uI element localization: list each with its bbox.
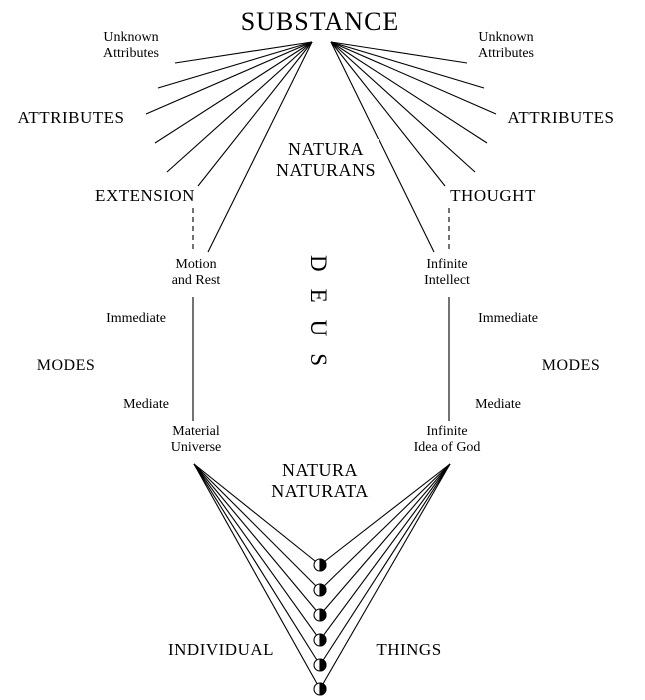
immediate-right-label: Immediate bbox=[478, 311, 538, 326]
attribute-mode-dashed-connectors bbox=[192, 208, 450, 250]
infinite-idea-of-god-label: Infinite Idea of God bbox=[413, 424, 481, 456]
modes-left-label: MODES bbox=[36, 357, 96, 374]
individual-thing-node-icon bbox=[313, 682, 327, 696]
modes-right-label: MODES bbox=[541, 357, 601, 374]
funnel-ray bbox=[193, 463, 321, 566]
funnel-ray bbox=[193, 463, 321, 666]
funnel-ray bbox=[319, 463, 451, 566]
funnel-ray bbox=[319, 463, 451, 591]
mediate-right-label: Mediate bbox=[475, 397, 521, 412]
substance-label: SUBSTANCE bbox=[240, 7, 400, 36]
things-label: THINGS bbox=[376, 640, 442, 659]
substance-ray bbox=[174, 41, 313, 64]
motion-and-rest-label: Motion and Rest bbox=[171, 257, 221, 289]
deus-label: DEUS bbox=[306, 254, 331, 384]
mediate-left-label: Mediate bbox=[123, 397, 169, 412]
immediate-mediate-connectors bbox=[192, 297, 450, 421]
funnel-ray bbox=[193, 463, 321, 591]
individual-thing-node-icon bbox=[313, 608, 327, 622]
natura-naturata-label: NATURA NATURATA bbox=[268, 460, 372, 502]
substance-ray bbox=[330, 41, 468, 64]
substance-ray bbox=[157, 41, 313, 89]
substance-ray bbox=[330, 41, 485, 89]
funnel-ray bbox=[319, 463, 451, 616]
thought-label: THOUGHT bbox=[450, 186, 536, 205]
substance-right-rays bbox=[330, 41, 497, 253]
individual-thing-node-icon bbox=[313, 583, 327, 597]
attributes-left-label: ATTRIBUTES bbox=[17, 108, 125, 127]
funnel-ray bbox=[193, 463, 321, 616]
substance-ray bbox=[166, 41, 313, 173]
funnel-ray bbox=[193, 463, 321, 690]
funnel-ray bbox=[193, 463, 321, 641]
substance-ray bbox=[330, 41, 435, 253]
natura-naturata-right-rays bbox=[319, 463, 451, 690]
substance-ray bbox=[197, 41, 313, 187]
individual-label: INDIVIDUAL bbox=[167, 640, 275, 659]
substance-ray bbox=[330, 41, 476, 173]
attributes-right-label: ATTRIBUTES bbox=[507, 108, 615, 127]
extension-label: EXTENSION bbox=[95, 186, 195, 205]
individual-thing-nodes bbox=[313, 558, 327, 696]
funnel-ray bbox=[319, 463, 451, 690]
substance-ray bbox=[330, 41, 446, 187]
substance-ray bbox=[207, 41, 313, 253]
material-universe-label: Material Universe bbox=[170, 424, 222, 456]
funnel-ray bbox=[319, 463, 451, 666]
substance-ray bbox=[330, 41, 488, 144]
infinite-intellect-label: Infinite Intellect bbox=[424, 257, 470, 289]
funnel-ray bbox=[319, 463, 451, 641]
unknown-attributes-right-label: Unknown Attributes bbox=[478, 30, 534, 62]
unknown-attributes-left-label: Unknown Attributes bbox=[103, 30, 159, 62]
individual-thing-node-icon bbox=[313, 633, 327, 647]
substance-ray bbox=[154, 41, 313, 144]
individual-thing-node-icon bbox=[313, 558, 327, 572]
substance-ray bbox=[330, 41, 497, 115]
natura-naturans-label: NATURA NATURANS bbox=[272, 139, 380, 181]
substance-ray bbox=[145, 41, 313, 115]
individual-thing-node-icon bbox=[313, 658, 327, 672]
natura-naturata-left-rays bbox=[193, 463, 321, 690]
immediate-left-label: Immediate bbox=[106, 311, 166, 326]
substance-left-rays bbox=[145, 41, 313, 253]
